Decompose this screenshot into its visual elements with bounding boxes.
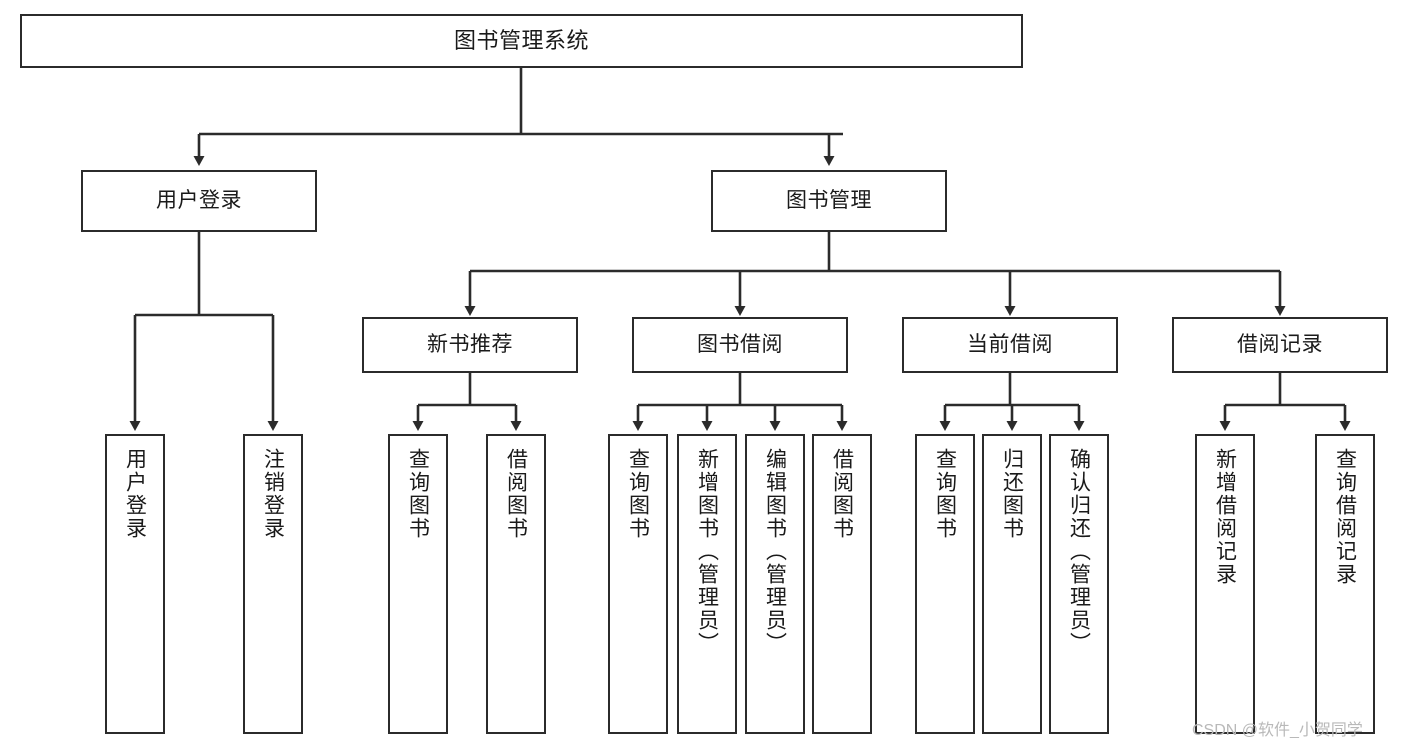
csdn-watermark: CSDN @软件_小贺同学 <box>1192 722 1363 739</box>
node-leaf-edit-book[interactable]: 编辑图书（管理员） <box>745 434 805 734</box>
node-leaf-user-login[interactable]: 用户登录 <box>105 434 165 734</box>
node-root-system[interactable]: 图书管理系统 <box>20 14 1023 68</box>
node-label: 查询图书 <box>933 448 957 540</box>
node-new-book-recommend[interactable]: 新书推荐 <box>362 317 578 373</box>
node-label: 图书管理 <box>786 188 872 212</box>
node-label: 借阅记录 <box>1237 332 1323 356</box>
node-label: 图书管理系统 <box>453 28 589 54</box>
node-current-borrow[interactable]: 当前借阅 <box>902 317 1118 373</box>
node-label: 借阅图书 <box>830 448 854 540</box>
node-label: 归还图书 <box>1000 448 1024 540</box>
node-leaf-borrow-book-1[interactable]: 借阅图书 <box>486 434 546 734</box>
node-user-login[interactable]: 用户登录 <box>81 170 317 232</box>
node-borrow-record[interactable]: 借阅记录 <box>1172 317 1388 373</box>
node-leaf-query-book-1[interactable]: 查询图书 <box>388 434 448 734</box>
node-leaf-query-record[interactable]: 查询借阅记录 <box>1315 434 1375 734</box>
node-book-management[interactable]: 图书管理 <box>711 170 947 232</box>
node-label: 当前借阅 <box>967 332 1053 356</box>
node-leaf-query-book-3[interactable]: 查询图书 <box>915 434 975 734</box>
node-label: 编辑图书（管理员） <box>763 448 787 655</box>
node-label: 借阅图书 <box>504 448 528 540</box>
node-leaf-query-book-2[interactable]: 查询图书 <box>608 434 668 734</box>
node-label: 新增图书（管理员） <box>695 448 719 655</box>
node-label: 用户登录 <box>156 188 242 212</box>
node-book-borrow[interactable]: 图书借阅 <box>632 317 848 373</box>
node-leaf-add-record[interactable]: 新增借阅记录 <box>1195 434 1255 734</box>
node-leaf-add-book[interactable]: 新增图书（管理员） <box>677 434 737 734</box>
node-label: 用户登录 <box>123 448 147 540</box>
node-label: 确认归还（管理员） <box>1067 448 1091 655</box>
node-leaf-logout-login[interactable]: 注销登录 <box>243 434 303 734</box>
node-label: 新增借阅记录 <box>1213 448 1237 586</box>
node-label: 查询图书 <box>406 448 430 540</box>
node-label: 查询图书 <box>626 448 650 540</box>
node-label: 注销登录 <box>261 448 285 540</box>
node-label: 图书借阅 <box>697 332 783 356</box>
node-label: 查询借阅记录 <box>1333 448 1357 586</box>
node-leaf-confirm-return[interactable]: 确认归还（管理员） <box>1049 434 1109 734</box>
node-leaf-borrow-book-2[interactable]: 借阅图书 <box>812 434 872 734</box>
node-label: 新书推荐 <box>427 332 513 356</box>
node-leaf-return-book[interactable]: 归还图书 <box>982 434 1042 734</box>
